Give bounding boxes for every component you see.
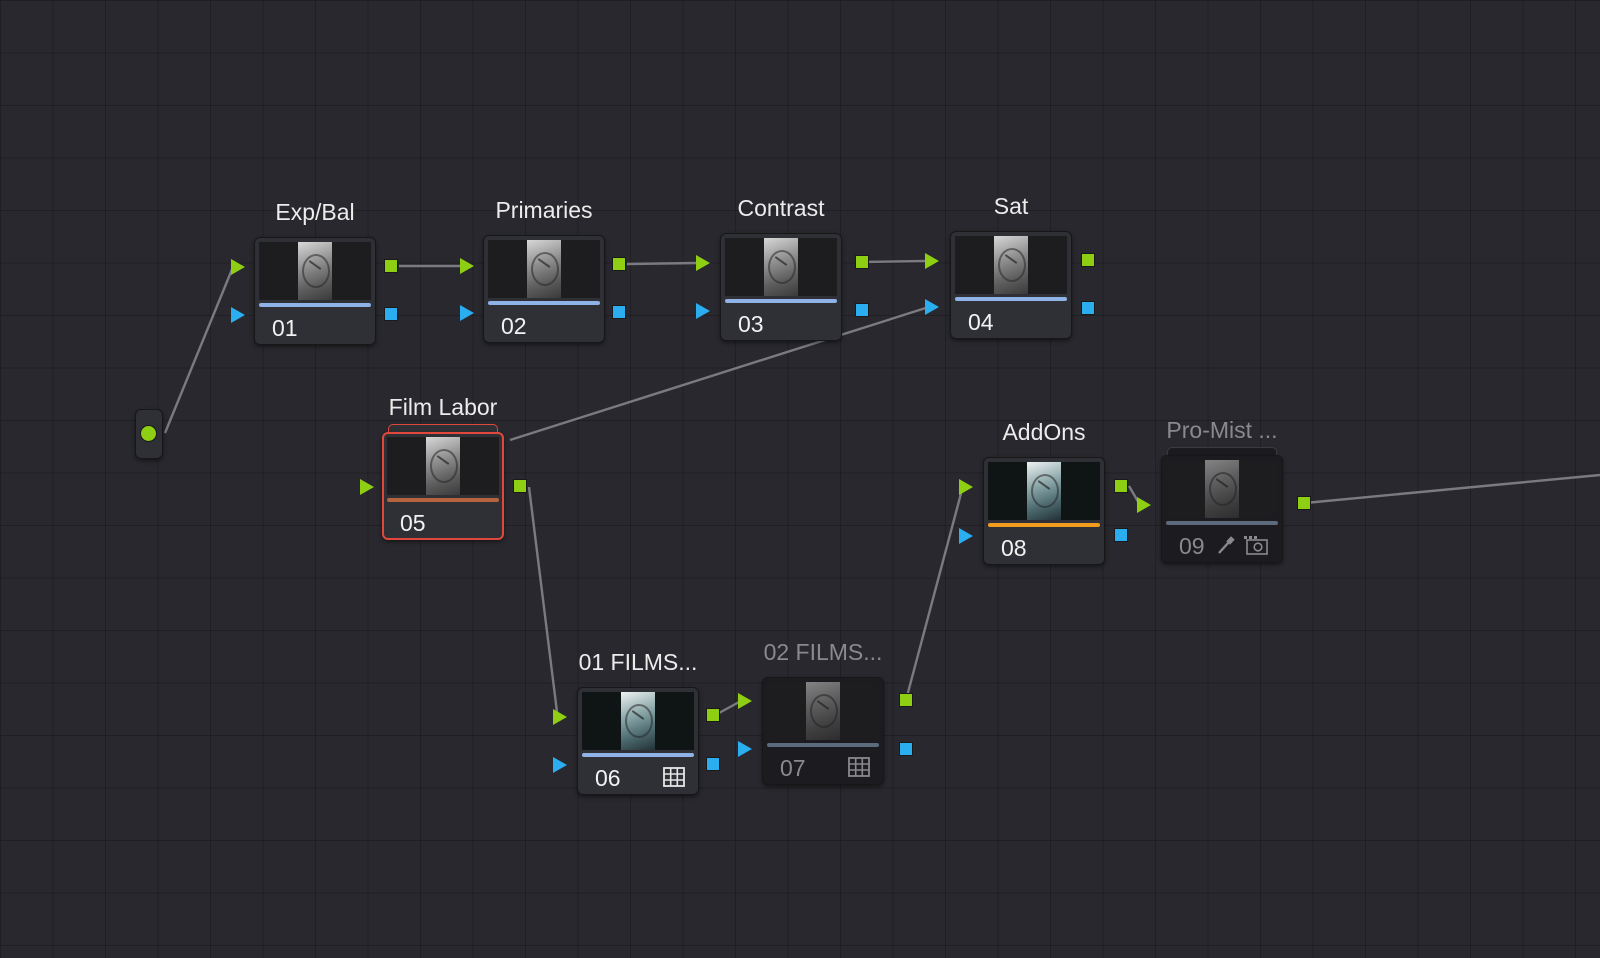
node-number: 07	[780, 755, 806, 781]
rgb-input-port[interactable]	[360, 479, 374, 495]
node-number: 08	[1001, 535, 1027, 561]
node-number: 09	[1179, 533, 1205, 559]
key-input-port[interactable]	[738, 741, 752, 757]
node-label: 01 FILMS...	[578, 649, 698, 675]
key-input-port[interactable]	[925, 299, 939, 315]
eyedropper-icon	[1218, 536, 1235, 554]
node-label: Film Labor	[388, 394, 498, 420]
key-output-port[interactable]	[899, 742, 913, 756]
node-number: 04	[968, 309, 994, 335]
rgb-input-port[interactable]	[231, 259, 245, 275]
rgb-input-port[interactable]	[1137, 497, 1151, 513]
node-status-bar	[725, 299, 837, 303]
node-07[interactable]: 02 FILMS... 07	[738, 639, 913, 785]
key-input-port[interactable]	[460, 305, 474, 321]
fx-plugin-icon	[1244, 536, 1268, 555]
node-status-bar	[259, 303, 371, 307]
node-05[interactable]: Film Labor 05	[360, 394, 527, 540]
link-05-to-04-key	[509, 304, 933, 442]
node-status-bar	[1166, 521, 1278, 525]
rgb-input-port[interactable]	[959, 479, 973, 495]
rgb-input-port[interactable]	[460, 258, 474, 274]
node-08[interactable]: AddOns 08	[959, 419, 1128, 565]
lut-grid-icon	[848, 757, 870, 777]
node-03[interactable]: Contrast 03	[696, 195, 869, 341]
compound-stack	[388, 424, 498, 434]
node-thumbnail	[387, 437, 499, 495]
node-thumbnail	[259, 242, 371, 300]
node-label: AddOns	[1002, 419, 1086, 445]
key-input-port[interactable]	[553, 757, 567, 773]
node-status-bar	[988, 523, 1100, 527]
rgb-output-port[interactable]	[1297, 496, 1311, 510]
node-02[interactable]: Primaries 02	[460, 197, 626, 343]
key-input-port[interactable]	[696, 303, 710, 319]
key-output-port[interactable]	[612, 305, 626, 319]
key-output-port[interactable]	[855, 303, 869, 317]
node-thumbnail	[767, 682, 879, 740]
node-label: Sat	[993, 193, 1029, 219]
link-source-to-01	[163, 266, 235, 434]
rgb-output-port[interactable]	[513, 479, 527, 493]
node-label: Primaries	[495, 197, 593, 223]
node-label: Contrast	[737, 195, 825, 221]
node-number: 05	[400, 510, 426, 536]
node-thumbnail	[488, 240, 600, 298]
rgb-output-port[interactable]	[899, 693, 913, 707]
node-thumbnail	[1166, 460, 1278, 518]
node-label: Exp/Bal	[275, 199, 355, 225]
node-thumbnail	[725, 238, 837, 296]
key-output-port[interactable]	[706, 757, 720, 771]
node-09[interactable]: Pro-Mist ... 09	[1137, 417, 1311, 563]
node-04[interactable]: Sat 04	[925, 193, 1095, 339]
node-status-bar	[488, 301, 600, 305]
source-input[interactable]	[135, 409, 163, 459]
node-label: Pro-Mist ...	[1166, 417, 1278, 443]
key-output-port[interactable]	[1081, 301, 1095, 315]
link-07-to-08	[904, 485, 965, 701]
lut-grid-icon	[663, 767, 685, 787]
rgb-output-port[interactable]	[384, 259, 398, 273]
link-06-to-07	[718, 699, 742, 715]
rgb-input-port[interactable]	[696, 255, 710, 271]
link-05-to-06	[527, 486, 559, 713]
node-status-bar	[955, 297, 1067, 301]
link-03-to-04	[861, 259, 927, 264]
rgb-output-port[interactable]	[855, 255, 869, 269]
rgb-input-port[interactable]	[925, 253, 939, 269]
node-thumbnail	[582, 692, 694, 750]
key-input-port[interactable]	[231, 307, 245, 323]
source-input-dot-icon[interactable]	[140, 425, 157, 442]
rgb-output-port[interactable]	[706, 708, 720, 722]
node-06[interactable]: 01 FILMS... 06	[553, 649, 720, 795]
node-thumbnail	[988, 462, 1100, 520]
node-number: 03	[738, 311, 764, 337]
node-label: 02 FILMS...	[763, 639, 883, 665]
key-output-port[interactable]	[384, 307, 398, 321]
link-09-to-output	[1304, 473, 1600, 505]
node-01[interactable]: Exp/Bal 01	[231, 199, 398, 345]
node-status-bar	[767, 743, 879, 747]
node-thumbnail	[955, 236, 1067, 294]
key-output-port[interactable]	[1114, 528, 1128, 542]
node-number: 02	[501, 313, 527, 339]
node-status-bar	[387, 498, 499, 502]
rgb-output-port[interactable]	[1114, 479, 1128, 493]
node-number: 06	[595, 765, 621, 791]
link-02-to-03	[626, 261, 699, 266]
node-number: 01	[272, 315, 298, 341]
rgb-input-port[interactable]	[738, 693, 752, 709]
rgb-output-port[interactable]	[1081, 253, 1095, 267]
rgb-input-port[interactable]	[553, 709, 567, 725]
rgb-output-port[interactable]	[612, 257, 626, 271]
key-input-port[interactable]	[959, 528, 973, 544]
node-status-bar	[582, 753, 694, 757]
compound-stack	[1167, 447, 1277, 457]
